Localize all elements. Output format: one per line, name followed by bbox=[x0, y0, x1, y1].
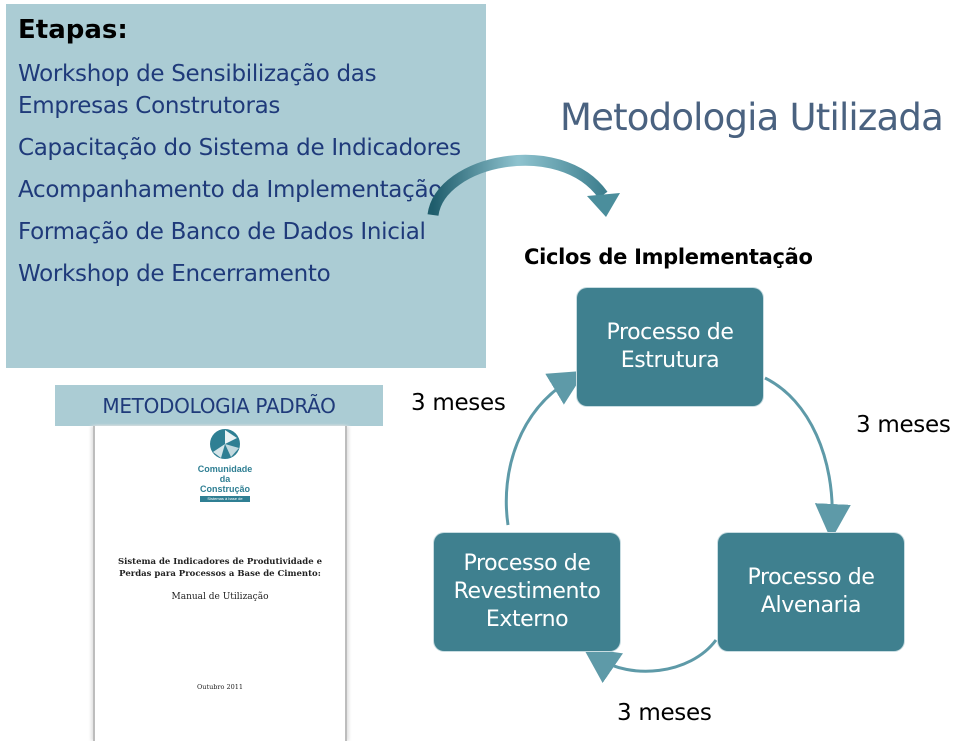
logo-text-line2: da Construção bbox=[199, 474, 250, 494]
logo-text-line1: Comunidade bbox=[197, 464, 253, 474]
duration-left: 3 meses bbox=[411, 390, 506, 416]
node-processo-alvenaria: Processo de Alvenaria bbox=[718, 533, 904, 651]
manual-subtitle: Manual de Utilização bbox=[171, 592, 269, 602]
manual-date: Outubro 2011 bbox=[196, 683, 244, 691]
node-label-estrutura: Processo de Estrutura bbox=[606, 320, 734, 373]
duration-bottom: 3 meses bbox=[617, 700, 712, 726]
etapa-item-4: Formação de Banco de Dados Inicial bbox=[18, 219, 426, 245]
etapas-title: Etapas: bbox=[18, 15, 128, 45]
manual-document: Comunidade da Construção Sistemas à base… bbox=[93, 426, 347, 741]
logo-mark-icon bbox=[210, 429, 240, 459]
node-processo-estrutura: Processo de Estrutura bbox=[577, 288, 763, 406]
node-label-revestimento: Processo de Revestimento Externo bbox=[453, 551, 601, 632]
node-label-alvenaria: Processo de Alvenaria bbox=[747, 565, 875, 618]
cycle-arrow-left bbox=[504, 370, 586, 526]
etapa-item-5: Workshop de Encerramento bbox=[18, 261, 331, 287]
etapa-item-3: Acompanhamento da Implementação bbox=[18, 177, 443, 203]
comunidade-logo: Comunidade da Construção Sistemas à base… bbox=[195, 428, 255, 507]
ciclos-title: Ciclos de Implementação bbox=[524, 245, 813, 269]
manual-title: Sistema de Indicadores de Produtividade … bbox=[118, 557, 322, 579]
logo-tagline: Sistemas à base de cimento bbox=[200, 496, 250, 507]
etapas-list: Workshop de Sensibilização das Empresas … bbox=[18, 58, 486, 290]
etapa-item-1: Workshop de Sensibilização das Empresas … bbox=[18, 61, 377, 119]
duration-right: 3 meses bbox=[856, 412, 951, 438]
cycle-arrow-right bbox=[764, 376, 851, 540]
metodologia-utilizada-heading: Metodologia Utilizada bbox=[560, 96, 944, 139]
etapa-item-2: Capacitação do Sistema de Indicadores bbox=[18, 135, 461, 161]
big-curved-arrow bbox=[427, 154, 620, 217]
cycle-arrow-bottom bbox=[583, 639, 718, 684]
metodologia-padrao-label: METODOLOGIA PADRÃO bbox=[55, 385, 383, 426]
node-processo-revestimento: Processo de Revestimento Externo bbox=[434, 533, 620, 651]
etapas-panel: Etapas: Workshop de Sensibilização das E… bbox=[6, 4, 486, 368]
